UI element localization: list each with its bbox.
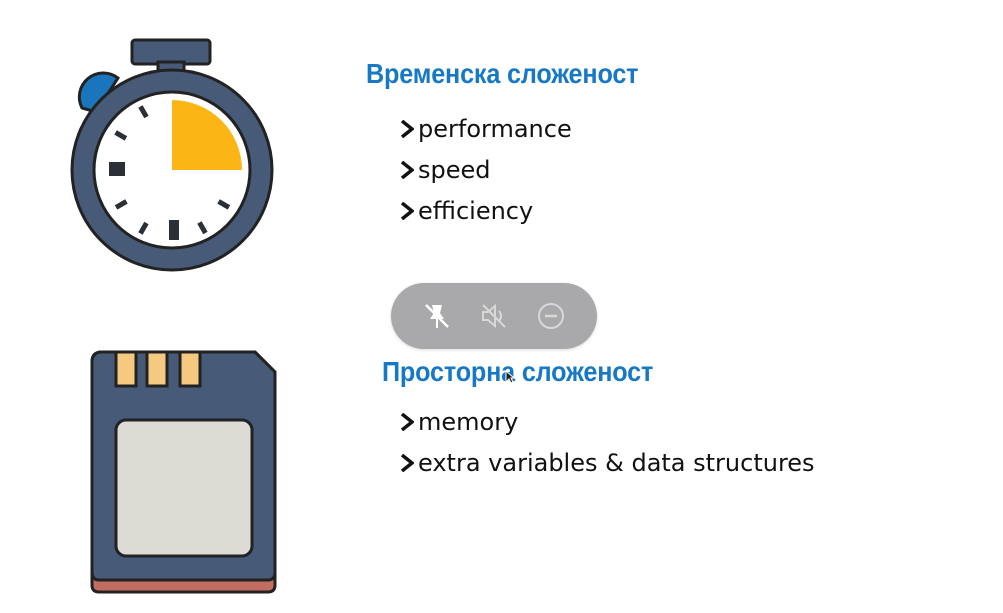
time-complexity-list: performance speed efficiency: [400, 108, 572, 231]
list-item: efficiency: [400, 190, 572, 231]
minus-circle-icon: [537, 303, 564, 329]
chevron-right-icon: [400, 119, 414, 138]
chevron-right-icon: [400, 201, 414, 220]
list-item: performance: [400, 108, 572, 149]
stopwatch-illustration: [70, 38, 274, 272]
list-item: speed: [400, 149, 572, 190]
list-item: extra variables & data structures: [400, 442, 815, 483]
mouse-cursor-icon: [505, 370, 515, 384]
chevron-right-icon: [400, 160, 414, 179]
volume-mute-icon: [481, 303, 506, 329]
list-item-label: speed: [418, 155, 491, 184]
unpin-button[interactable]: [417, 296, 457, 336]
list-item-label: efficiency: [418, 196, 534, 225]
media-toolbar: [391, 283, 597, 349]
chevron-right-icon: [400, 453, 414, 472]
list-item-label: memory: [418, 407, 519, 436]
memory-card-illustration: [90, 350, 277, 594]
list-item-label: extra variables & data structures: [418, 448, 815, 477]
mute-button[interactable]: [474, 296, 514, 336]
space-complexity-title: Просторна сложеност: [382, 356, 654, 387]
pin-off-icon: [425, 304, 450, 328]
space-complexity-list: memory extra variables & data structures: [400, 401, 815, 483]
list-item: memory: [400, 401, 815, 442]
list-item-label: performance: [418, 114, 572, 143]
minimize-button[interactable]: [531, 296, 571, 336]
chevron-right-icon: [400, 412, 414, 431]
time-complexity-title: Временска сложеност: [366, 58, 639, 89]
